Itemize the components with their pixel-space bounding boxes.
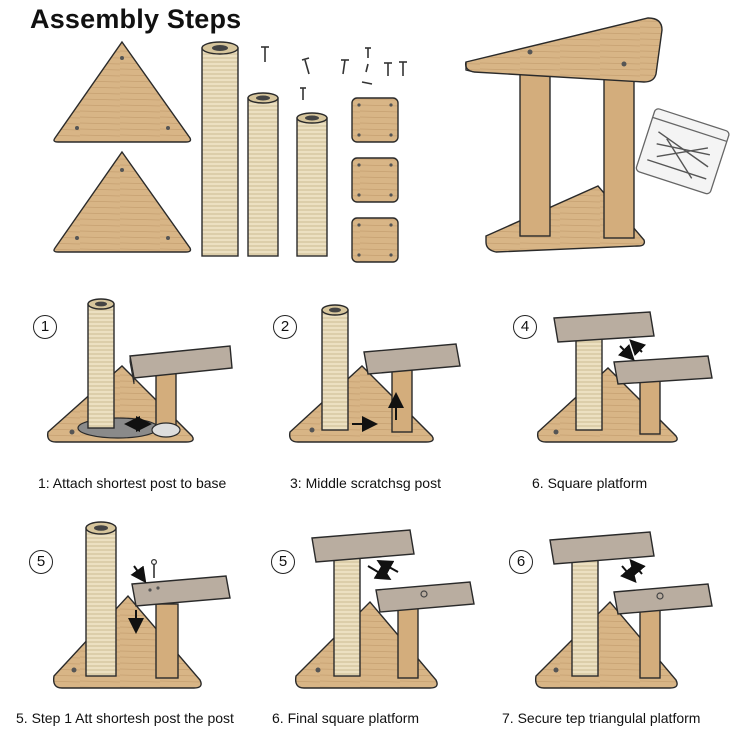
step-5-caption: 6. Final square platform: [272, 710, 420, 726]
step-3-caption: 6. Square platform: [532, 475, 648, 491]
step-6-number: 6: [509, 550, 533, 574]
sisal-post-medium: [247, 92, 279, 257]
step-3-number: 4: [513, 315, 537, 339]
sisal-post-long: [201, 41, 239, 257]
triangle-board-1: [53, 40, 192, 143]
step-6-illustration: [534, 531, 713, 689]
step-5-number: 5: [271, 550, 295, 574]
step-3-illustration: [536, 311, 713, 443]
step-1-illustration: [46, 298, 233, 443]
square-board-1: [351, 97, 399, 143]
step-2-illustration: [288, 304, 461, 443]
step-1-caption: 1: Attach shortest post to base: [38, 475, 227, 491]
triangle-board-2: [53, 150, 192, 253]
step-4-illustration: [52, 521, 231, 689]
step-5-illustration: [294, 529, 475, 689]
step-4-number: 5: [29, 550, 53, 574]
square-board-3: [351, 217, 399, 263]
step-2-number: 2: [273, 315, 297, 339]
parts-layout: [53, 17, 730, 263]
step-4-caption: 5. Step 1 Att shortesh post the post: [16, 710, 234, 726]
screw-bag: [635, 108, 730, 195]
sisal-post-short: [296, 112, 328, 257]
step-6-caption: 7. Secure tep triangulal platform: [502, 710, 701, 726]
step-1-number: 1: [33, 315, 57, 339]
page-title: Assembly Steps: [30, 4, 242, 34]
assembled-stand: [464, 17, 663, 253]
loose-screws: [261, 46, 407, 100]
step-2-caption: 3: Middle scratchsg post: [290, 475, 441, 491]
square-board-2: [351, 157, 399, 203]
